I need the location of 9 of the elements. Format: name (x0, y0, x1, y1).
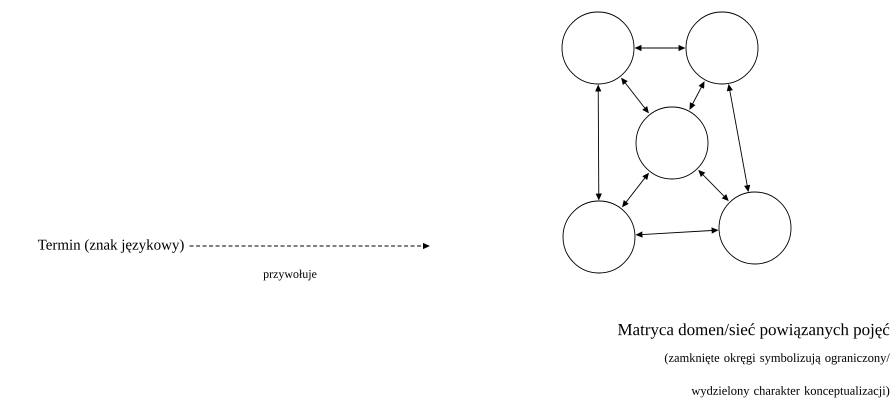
circle (562, 12, 634, 84)
circle (686, 12, 758, 84)
circle (562, 200, 636, 274)
edge-label: przywołuje (262, 268, 318, 282)
circle (718, 192, 792, 264)
term-text: Termin (znak językowy) (38, 239, 184, 253)
caption-text: Matryca domen/sieć powiązanych pojęć (618, 323, 890, 339)
circle (636, 106, 708, 180)
note-text: (zamknięte okręgi symbolizują ograniczony/ wydzielony charakter konceptualizacji) (664, 353, 890, 398)
